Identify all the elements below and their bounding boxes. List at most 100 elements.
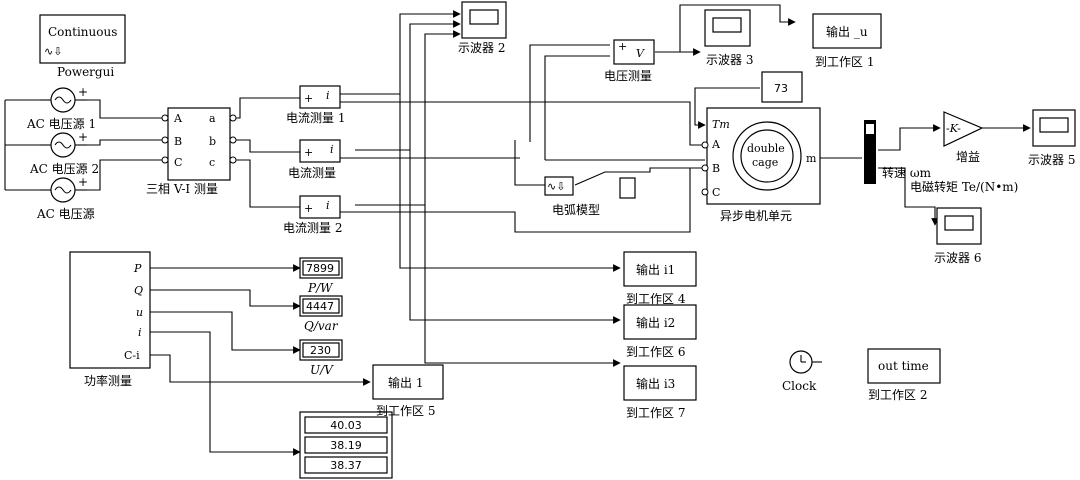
svg-text:P: P: [133, 262, 142, 275]
svg-text:i: i: [330, 143, 334, 156]
arc-model-label: 电弧模型: [552, 203, 600, 217]
to-workspace-i3-label: 到工作区 7: [626, 406, 685, 420]
svg-text:C-i: C-i: [124, 349, 140, 362]
to-workspace-i1[interactable]: 输出 i1 到工作区 4: [623, 251, 697, 306]
async-motor-block[interactable]: double cage Tm A B C m 异步电机单元: [701, 107, 821, 223]
scope-3[interactable]: 示波器 3: [704, 9, 753, 67]
svg-text:输出 1: 输出 1: [388, 375, 423, 390]
svg-text:Q/var: Q/var: [304, 319, 339, 333]
svg-text:u: u: [136, 306, 143, 319]
svg-text:B: B: [174, 135, 182, 148]
torque-constant[interactable]: 73: [761, 71, 803, 103]
svg-text:230: 230: [310, 344, 331, 357]
svg-text:+: +: [78, 175, 88, 189]
to-workspace-i1-label: 到工作区 4: [626, 292, 686, 306]
ac-source-3[interactable]: + AC 电压源: [36, 175, 95, 221]
svg-text:+: +: [78, 130, 88, 144]
power-measurement[interactable]: P Q u i C-i 功率测量: [69, 251, 151, 388]
display-p: 7899 P/W: [299, 257, 343, 295]
svg-text:输出 i3: 输出 i3: [636, 376, 675, 391]
speed-label: 转速 ωm: [882, 165, 932, 180]
powergui-label: Powergui: [57, 65, 114, 79]
scope-2[interactable]: 示波器 2: [458, 1, 507, 55]
ac-source-1[interactable]: + AC 电压源 1: [26, 85, 96, 131]
svg-text:40.03: 40.03: [330, 419, 362, 432]
to-workspace-out1-label: 到工作区 5: [376, 404, 435, 418]
scope-5-label: 示波器 5: [1028, 153, 1075, 167]
svg-text:i: i: [326, 89, 330, 102]
gain-label: 增益: [956, 150, 980, 164]
current-meas-2[interactable]: + i 电流测量 2: [283, 195, 342, 235]
ac-source-1-label: AC 电压源 1: [26, 117, 96, 131]
demux-bar[interactable]: 转速 ωm 电磁转矩 Te/(N•m): [864, 120, 1018, 194]
svg-text:a: a: [209, 112, 216, 125]
svg-text:i: i: [326, 199, 330, 212]
to-workspace-out1[interactable]: 输出 1 到工作区 5: [372, 364, 444, 418]
svg-text:输出 _u: 输出 _u: [826, 24, 868, 39]
svg-text:输出 i2: 输出 i2: [636, 315, 675, 330]
svg-text:A: A: [173, 112, 183, 125]
powergui-block[interactable]: Continuous ∿⇩ Powergui: [39, 14, 126, 79]
svg-text:7899: 7899: [306, 262, 334, 275]
gain-block[interactable]: -K- 增益: [943, 111, 984, 164]
scope-5[interactable]: 示波器 5: [1028, 109, 1076, 167]
powergui-mode: Continuous: [48, 25, 117, 39]
ac-source-3-label: AC 电压源: [36, 207, 95, 221]
svg-text:73: 73: [774, 82, 788, 95]
voltage-measurement[interactable]: + V 电压测量: [604, 39, 655, 83]
clock-label: Clock: [782, 379, 817, 393]
svg-text:i: i: [138, 326, 142, 339]
svg-text:Q: Q: [134, 284, 143, 297]
svg-text:m: m: [806, 152, 817, 165]
vi-measurement-label: 三相 V-I 测量: [146, 182, 218, 196]
svg-text:P/W: P/W: [307, 281, 334, 295]
svg-text:c: c: [209, 156, 215, 169]
current-meas-2-label: 电流测量 2: [283, 221, 342, 235]
svg-text:+: +: [78, 85, 88, 99]
current-meas-1[interactable]: + i 电流测量 1: [286, 85, 345, 125]
svg-text:U/V: U/V: [310, 363, 334, 377]
current-meas-1-label: 电流测量 1: [286, 111, 345, 125]
svg-text:+: +: [304, 202, 313, 215]
scope-2-label: 示波器 2: [458, 41, 505, 55]
display-q: 4447 Q/var: [299, 295, 343, 333]
svg-text:38.19: 38.19: [330, 439, 362, 452]
svg-text:V: V: [636, 47, 645, 60]
current-meas-main-label: 电流测量: [288, 166, 336, 180]
svg-text:38.37: 38.37: [330, 459, 362, 472]
scope-3-label: 示波器 3: [706, 53, 753, 67]
wires: [4, 4, 1031, 456]
async-motor-label: 异步电机单元: [720, 209, 792, 223]
ac-source-2[interactable]: + AC 电压源 2: [29, 130, 99, 176]
svg-text:4447: 4447: [306, 300, 334, 313]
to-workspace-time[interactable]: out time 到工作区 2: [867, 348, 941, 402]
svg-text:+: +: [304, 146, 313, 159]
scope-6-label: 示波器 6: [934, 251, 981, 265]
arc-icon: ∿⇩: [547, 180, 565, 193]
svg-text:+: +: [304, 92, 313, 105]
torque-label: 电磁转矩 Te/(N•m): [910, 179, 1018, 194]
power-measurement-label: 功率测量: [84, 373, 132, 388]
svg-text:+: +: [618, 40, 627, 53]
to-workspace-i2[interactable]: 输出 i2 到工作区 6: [623, 304, 697, 359]
arc-model[interactable]: ∿⇩ 电弧模型: [544, 176, 636, 217]
svg-text:out time: out time: [878, 359, 929, 373]
scope-6[interactable]: 示波器 6: [934, 207, 982, 265]
svg-text:cage: cage: [752, 156, 778, 169]
to-workspace-i3[interactable]: 输出 i3 到工作区 7: [623, 365, 697, 420]
current-meas-main[interactable]: + i 电流测量: [288, 139, 341, 180]
to-workspace-time-label: 到工作区 2: [868, 388, 927, 402]
to-workspace-u[interactable]: 输出 _u 到工作区 1: [812, 13, 882, 69]
svg-text:B: B: [712, 162, 720, 175]
svg-text:double: double: [747, 142, 785, 155]
display-multi: 40.03 38.19 38.37: [299, 411, 393, 479]
display-u: 230 U/V: [299, 339, 343, 377]
to-workspace-i2-label: 到工作区 6: [626, 345, 685, 359]
svg-text:C: C: [712, 186, 720, 199]
ac-source-2-label: AC 电压源 2: [29, 162, 99, 176]
svg-text:-K-: -K-: [946, 122, 961, 135]
vi-measurement-block[interactable]: A B C a b c 三相 V-I 测量: [146, 107, 237, 196]
svg-text:Tm: Tm: [712, 118, 730, 131]
clock-block[interactable]: Clock: [782, 350, 822, 393]
